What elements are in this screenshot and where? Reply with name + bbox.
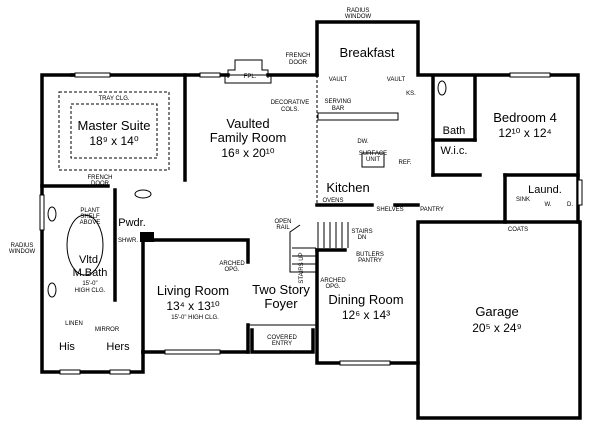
note-coats: COATS — [508, 227, 528, 233]
note-refrigerator: REF. — [398, 160, 411, 166]
note-plant-shelf-3: ABOVE — [80, 220, 101, 226]
note-vault-right: VAULT — [387, 77, 406, 83]
room-garage: Garage — [475, 304, 518, 319]
note-open-rail-2: RAIL — [276, 225, 290, 231]
bedroom-4-dims: 12¹⁰ x 12⁴ — [498, 126, 551, 140]
note-vault-left: VAULT — [329, 77, 348, 83]
room-hers: Hers — [106, 341, 130, 353]
room-powder: Pwdr. — [118, 217, 146, 229]
note-ovens: OVENS — [322, 198, 343, 204]
note-stairs-down: STAIRS — [351, 229, 372, 235]
room-dining-room: Dining Room — [328, 292, 403, 307]
family-room-dims: 16⁸ x 20¹⁰ — [221, 146, 274, 160]
note-plant-shelf-2: SHELF — [80, 214, 100, 220]
note-surface-unit: SURFACE — [359, 151, 387, 157]
note-surface-unit-2: UNIT — [366, 157, 380, 163]
note-decorative-cols: DECORATIVE — [271, 100, 310, 106]
note-open-rail: OPEN — [274, 219, 291, 225]
note-french-door-master: FRENCH — [88, 175, 113, 181]
note-french-door: FRENCH — [286, 53, 311, 59]
living-room-dims: 13⁴ x 13¹⁰ — [166, 299, 220, 313]
note-linen: LINEN — [65, 321, 83, 327]
note-radius-window: RADIUS — [347, 8, 370, 14]
column — [140, 232, 154, 242]
room-laundry: Laund. — [528, 184, 562, 196]
toilet-icon — [134, 189, 152, 199]
note-arched-opening-living: ARCHED — [219, 261, 245, 267]
note-radius-window-2: WINDOW — [345, 14, 372, 20]
annotations: RADIUS WINDOW FRENCH DOOR FPL. TRAY CLG.… — [9, 8, 573, 347]
note-shelves: SHELVES — [376, 207, 403, 213]
room-foyer: Foyer — [264, 296, 298, 311]
garage-dims: 20⁵ x 24⁹ — [472, 321, 521, 335]
room-kitchen: Kitchen — [326, 180, 369, 195]
room-two-story: Two Story — [252, 282, 310, 297]
note-ks: KS. — [406, 91, 416, 97]
note-arched-opening-dining: ARCHED — [320, 278, 346, 284]
note-stairs-up: STAIRS UP — [299, 252, 305, 283]
note-serving-bar: SERVING — [325, 99, 352, 105]
room-vltd: Vltd. — [79, 254, 101, 266]
note-butlers-pantry-2: PANTRY — [358, 258, 382, 264]
master-bath-ceiling: 15'-0" — [82, 281, 97, 287]
note-tray-ceiling: TRAY CLG. — [98, 96, 129, 102]
note-sink: SINK — [516, 197, 530, 203]
note-arched-opening-dining-2: OPG. — [325, 284, 340, 290]
note-covered-entry-2: ENTRY — [272, 341, 292, 347]
note-decorative-cols-2: COLS. — [281, 107, 299, 113]
note-covered-entry: COVERED — [267, 335, 297, 341]
room-vaulted: Vaulted — [226, 116, 269, 131]
note-butlers-pantry: BUTLERS — [356, 252, 384, 258]
dining-room-dims: 12⁶ x 14³ — [342, 308, 390, 322]
master-suite-dims: 18⁹ x 14⁰ — [89, 134, 139, 148]
note-shower: SHWR. — [118, 238, 138, 244]
room-master-bath: M.Bath — [73, 267, 108, 279]
living-room-ceiling: 15'-0" HIGH CLG. — [171, 315, 219, 321]
note-pantry: PANTRY — [420, 207, 444, 213]
note-arched-opening-living-2: OPG. — [224, 267, 239, 273]
note-fireplace: FPL. — [244, 74, 257, 80]
master-bath-ceiling-note: HIGH CLG. — [75, 288, 106, 294]
note-dishwasher: DW. — [357, 139, 369, 145]
room-bath: Bath — [443, 125, 466, 137]
sink-icon — [437, 80, 447, 96]
note-french-door-2: DOOR — [289, 60, 308, 66]
room-breakfast: Breakfast — [340, 45, 395, 60]
note-stairs-down-2: DN — [358, 235, 367, 241]
room-bedroom-4: Bedroom 4 — [493, 110, 557, 125]
note-french-door-master-2: DOOR — [91, 181, 110, 187]
note-dryer: D. — [567, 202, 573, 208]
room-family-room: Family Room — [210, 130, 287, 145]
walls — [39, 20, 583, 420]
tub-icon — [66, 214, 104, 276]
room-living-room: Living Room — [157, 283, 229, 298]
note-radius-window-left: RADIUS — [11, 243, 34, 249]
note-washer: W. — [545, 202, 552, 208]
room-his: His — [59, 341, 75, 353]
note-plant-shelf: PLANT — [80, 208, 100, 214]
room-wic: W.i.c. — [441, 145, 468, 157]
surface-unit-icon — [361, 152, 385, 168]
note-mirror: MIRROR — [95, 327, 120, 333]
note-radius-window-left-2: WINDOW — [9, 249, 36, 255]
sink-icon — [47, 206, 57, 222]
sink-icon — [47, 282, 57, 298]
room-master-suite: Master Suite — [78, 118, 151, 133]
note-serving-bar-2: BAR — [332, 106, 345, 112]
